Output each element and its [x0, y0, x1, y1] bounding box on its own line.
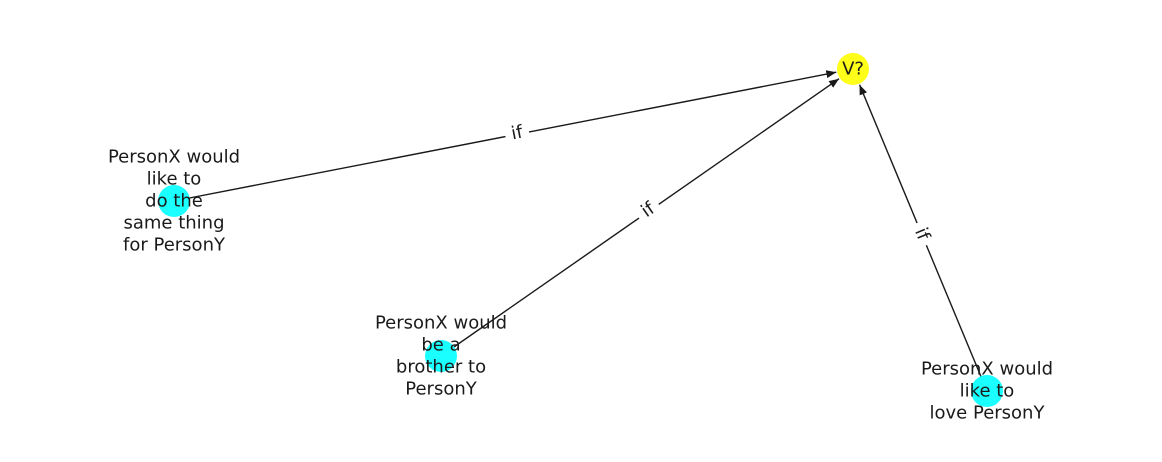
node-label-line: same thing [123, 213, 224, 234]
node-label-target: V? [842, 59, 864, 80]
node-label-line: brother to [396, 357, 486, 378]
edge-label-group: if [906, 218, 938, 250]
node-label-line: like to [147, 169, 202, 190]
node-label-line: PersonX would [375, 313, 507, 334]
node-label-line: do the [145, 191, 203, 212]
edge-label-background [906, 218, 938, 250]
node-label-line: for PersonY [123, 235, 226, 256]
edge-label: if [509, 121, 525, 144]
node-label-line: be a [421, 335, 460, 356]
node-love [971, 375, 1003, 407]
node-label-line: V? [842, 59, 864, 80]
node-label-line: PersonX would [921, 359, 1053, 380]
edge-label-group: if [502, 118, 532, 148]
node-target [837, 53, 869, 85]
node-label-line: PersonX would [108, 147, 240, 168]
edge-label-background [502, 118, 532, 148]
edge-label-background [631, 193, 665, 227]
node-same-thing [158, 185, 190, 217]
edges-layer: if if if [173, 70, 988, 392]
node-label-line: love PersonY [930, 403, 1046, 424]
edge-label-group: if [631, 193, 665, 227]
node-label-line: like to [960, 381, 1015, 402]
node-brother [425, 340, 457, 372]
edge-same-thing-to-target [173, 70, 837, 202]
nodes-layer [158, 53, 1003, 407]
node-label-line: PersonY [405, 379, 477, 400]
